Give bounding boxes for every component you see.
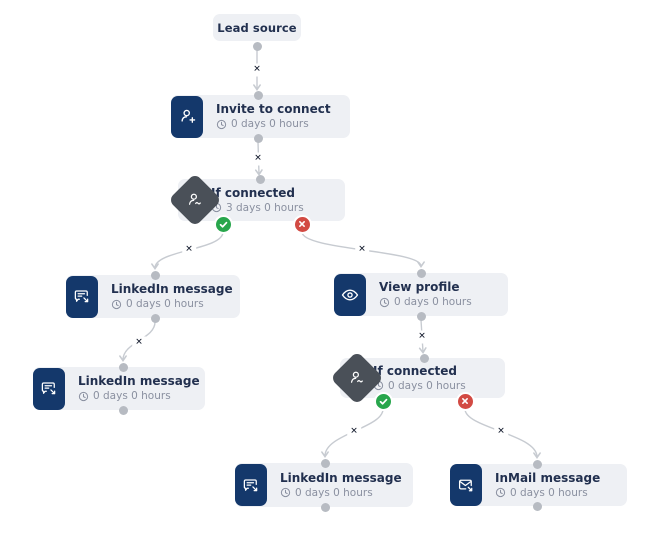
connector-port[interactable] [419,353,429,363]
node-if-connected-2[interactable]: If connected 0 days 0 hours [330,351,505,405]
node-title: If connected [373,363,458,378]
node-title: LinkedIn message [111,282,233,297]
condition-yes-handle[interactable] [213,214,233,234]
clock-icon [111,299,122,310]
delete-edge-button[interactable]: ✕ [347,425,361,439]
connector-port[interactable] [253,90,263,100]
node-delay: 0 days 0 hours [495,487,627,498]
node-linkedin-message-2[interactable]: LinkedIn message 0 days 0 hours [33,367,205,410]
clock-icon [78,391,89,402]
connector-port[interactable] [253,133,263,143]
connector-port[interactable] [252,41,262,51]
node-title: Lead source [217,20,297,35]
chat-message-arrow-icon [66,275,98,318]
connector-port[interactable] [320,502,330,512]
node-delay: 0 days 0 hours [216,119,350,130]
node-delay: 0 days 0 hours [379,297,508,308]
node-inmail-message[interactable]: InMail message 0 days 0 hours [450,464,627,506]
delete-edge-button[interactable]: ✕ [415,330,429,344]
delete-edge-button[interactable]: ✕ [250,63,264,77]
node-title: View profile [379,280,460,295]
node-title: Invite to connect [216,102,331,117]
connector-port[interactable] [320,458,330,468]
clock-icon [495,488,506,498]
node-invite-to-connect[interactable]: Invite to connect 0 days 0 hours [171,95,350,138]
chat-message-arrow-icon [33,367,65,410]
user-check-icon [329,350,385,406]
user-check-icon [167,172,223,228]
delete-edge-button[interactable]: ✕ [355,243,369,257]
x-icon [462,398,468,404]
user-plus-icon [171,95,203,138]
check-icon [219,221,227,228]
connector-port[interactable] [118,405,128,415]
node-view-profile[interactable]: View profile 0 days 0 hours [334,273,508,316]
clock-icon [379,297,390,308]
connector-port[interactable] [150,270,160,280]
node-lead-source[interactable]: Lead source [213,14,301,41]
connector-port[interactable] [532,501,542,511]
check-icon [379,398,387,405]
clock-icon [280,488,291,498]
connector-port[interactable] [532,459,542,469]
x-icon [299,221,305,227]
connector-port[interactable] [118,362,128,372]
chat-message-arrow-icon [235,464,267,506]
node-title: If connected [211,185,296,200]
connector-port[interactable] [416,311,426,321]
node-title: InMail message [495,470,601,485]
delete-edge-button[interactable]: ✕ [494,425,508,439]
clock-icon [216,119,227,130]
connector-port[interactable] [255,174,265,184]
eye-icon [334,273,366,316]
delete-edge-button[interactable]: ✕ [132,336,146,350]
node-delay: 0 days 0 hours [78,391,205,402]
node-title: LinkedIn message [280,470,402,485]
node-delay: 0 days 0 hours [111,299,240,310]
node-linkedin-message-3[interactable]: LinkedIn message 0 days 0 hours [235,463,413,507]
condition-no-handle[interactable] [292,214,312,234]
condition-yes-handle[interactable] [373,391,393,411]
mail-arrow-icon [450,464,482,506]
node-linkedin-message-1[interactable]: LinkedIn message 0 days 0 hours [66,275,240,318]
delete-edge-button[interactable]: ✕ [182,243,196,257]
node-delay: 0 days 0 hours [373,380,505,391]
node-delay: 0 days 0 hours [280,487,413,498]
connector-port[interactable] [150,313,160,323]
node-title: LinkedIn message [78,374,200,389]
condition-no-handle[interactable] [455,391,475,411]
node-delay: 3 days 0 hours [211,202,345,213]
node-if-connected-1[interactable]: If connected 3 days 0 hours [168,173,345,227]
delete-edge-button[interactable]: ✕ [251,152,265,166]
connector-port[interactable] [416,268,426,278]
